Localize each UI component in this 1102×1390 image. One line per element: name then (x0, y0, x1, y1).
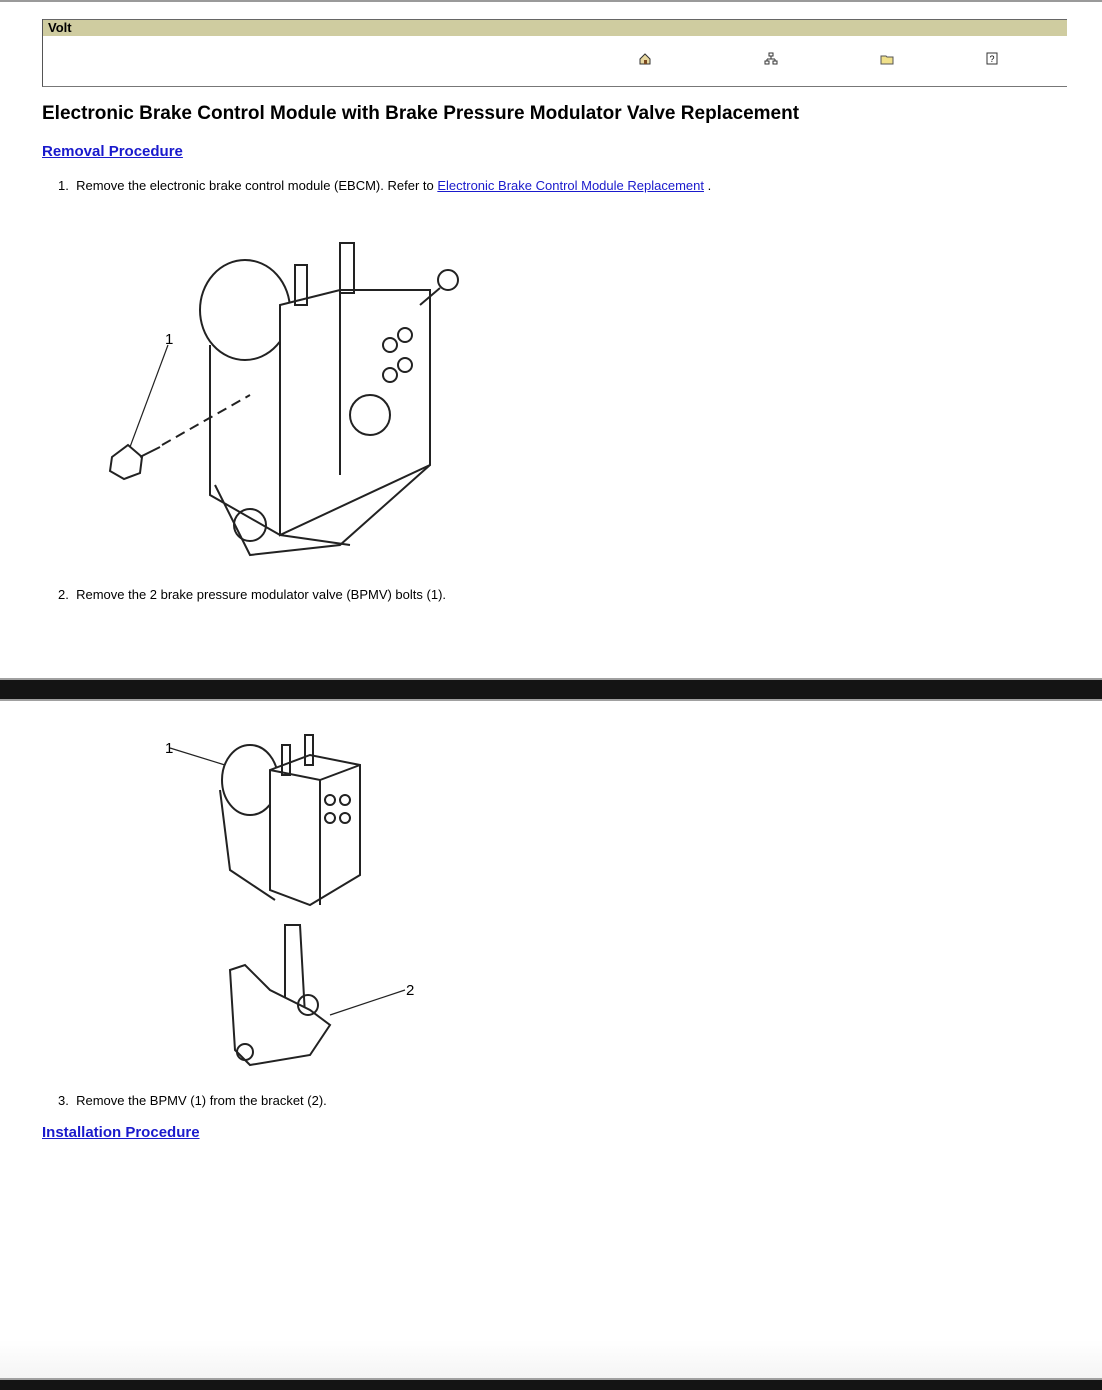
ebcm-replacement-link[interactable]: Electronic Brake Control Module Replacem… (437, 178, 704, 193)
callout-2: 2 (406, 982, 414, 999)
callout-1: 1 (165, 740, 173, 757)
svg-text:?: ? (990, 54, 995, 64)
step-text-after: . (703, 178, 712, 193)
page-title: Electronic Brake Control Module with Bra… (42, 103, 800, 124)
step-1: 1. Remove the electronic brake control m… (58, 178, 711, 193)
step-number: 3. (58, 1093, 69, 1108)
header-title: Volt (43, 19, 1067, 36)
step-text: Remove the electronic brake control modu… (76, 178, 438, 193)
home-icon[interactable] (638, 52, 652, 66)
folder-icon[interactable] (880, 52, 894, 66)
step-2: 2. Remove the 2 brake pressure modulator… (58, 587, 446, 602)
step-number: 2. (58, 587, 69, 602)
step-text: Remove the 2 brake pressure modulator va… (76, 587, 447, 602)
sitemap-icon[interactable] (764, 52, 778, 66)
page-bottom-fade (0, 1340, 1102, 1380)
page-break-band (0, 678, 1102, 701)
help-icon[interactable]: ? (985, 52, 999, 66)
installation-procedure-link[interactable]: Installation Procedure (42, 1124, 200, 1141)
top-border (0, 0, 1102, 2)
page-break-band-bottom (0, 1378, 1102, 1390)
figure-bpmv-bolts: 1 (108, 242, 459, 557)
figure-bpmv-bracket: 1 2 (165, 734, 414, 1067)
step-3: 3. Remove the BPMV (1) from the bracket … (58, 1093, 327, 1108)
header-box: Volt ? (42, 19, 1067, 87)
callout-1: 1 (165, 331, 173, 348)
step-number: 1. (58, 178, 69, 193)
removal-procedure-link[interactable]: Removal Procedure (42, 143, 183, 160)
step-text: Remove the BPMV (1) from the bracket (2)… (76, 1093, 327, 1108)
